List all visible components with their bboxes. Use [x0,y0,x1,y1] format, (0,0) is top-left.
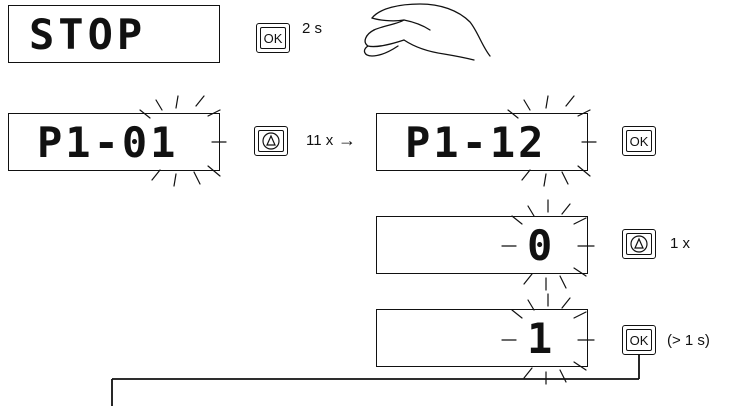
ok-button-step1-label: OK [263,30,283,46]
display-p1-12-text: P1-12 [405,118,547,167]
hand-press-icon [363,3,491,61]
up-press-count: 11 x [306,132,334,149]
display-value-1: 1 [376,309,588,367]
up-arrow-icon [262,132,280,150]
up-button-step2-frame [258,130,284,152]
ok-button-step2-label: OK [629,133,649,149]
display-stop: STOP [8,5,220,63]
up-press-once: 1 x [670,235,691,252]
display-p1-12: P1-12 [376,113,588,171]
up-button-step3-frame [626,233,652,255]
ok-button-step2-frame: OK [626,130,652,152]
ok-button-step1[interactable]: OK [256,23,290,53]
display-value-1-text: 1 [527,314,553,363]
up-button-step2[interactable] [254,126,288,156]
up-button-step3[interactable] [622,229,656,259]
ok-button-step1-frame: OK [260,27,286,49]
ok-button-step4-label: OK [629,332,649,348]
ok-button-step4[interactable]: OK [622,325,656,355]
display-p1-01: P1-01 [8,113,220,171]
up-arrow-icon [630,235,648,253]
display-value-0-text: 0 [527,221,553,270]
ok-button-step2[interactable]: OK [622,126,656,156]
display-stop-text: STOP [29,10,147,59]
right-arrow: → [338,130,356,150]
ok-button-step4-frame: OK [626,329,652,351]
hold-duration-note: 2 s [302,20,323,37]
hold-more-than-note: (> 1 s) [667,332,710,349]
display-value-0: 0 [376,216,588,274]
display-p1-01-text: P1-01 [37,118,179,167]
